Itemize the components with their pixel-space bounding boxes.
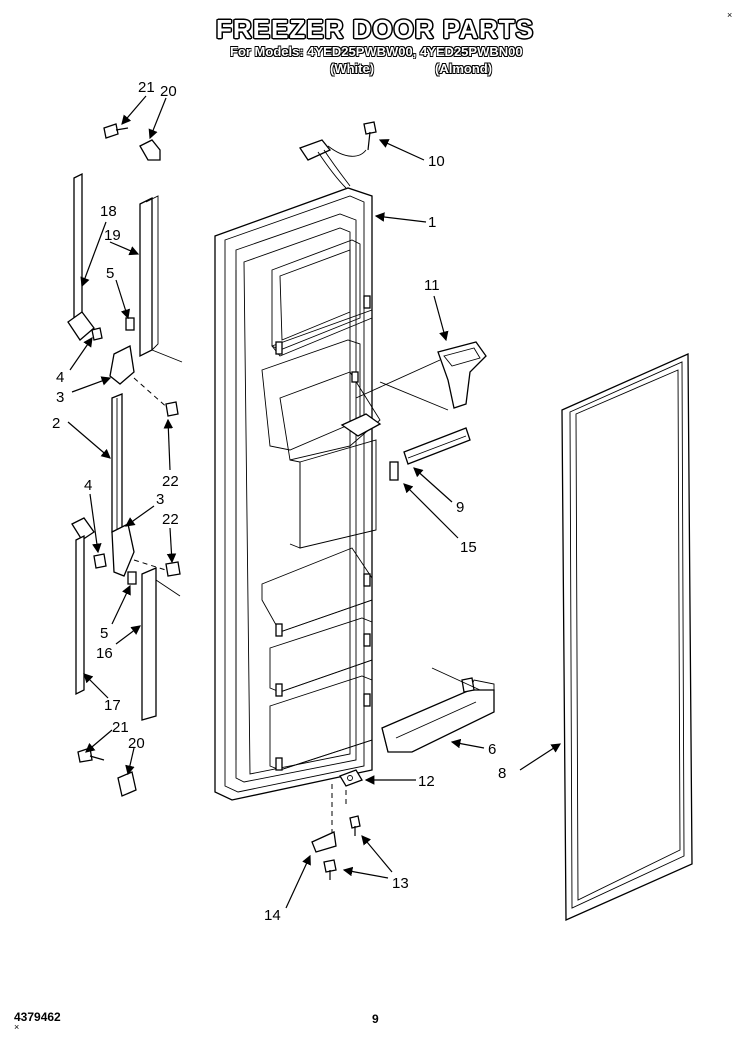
color-white-label: (White) bbox=[330, 61, 375, 76]
callout-9: 9 bbox=[456, 499, 464, 516]
models-line: For Models: 4YED25PWBW00, 4YED25PWBN00 bbox=[230, 44, 523, 59]
callout-3-upper: 3 bbox=[56, 389, 64, 406]
footer-part-number: 4379462 bbox=[14, 1010, 61, 1024]
hinge-assembly bbox=[67, 123, 183, 797]
door-gasket bbox=[561, 353, 693, 921]
lower-hardware bbox=[311, 769, 363, 880]
callout-21-upper: 21 bbox=[138, 79, 155, 96]
callout-4-lower: 4 bbox=[84, 477, 92, 494]
callout-22-lower: 22 bbox=[162, 511, 179, 528]
callout-4-upper: 4 bbox=[56, 369, 64, 386]
callout-21-lower: 21 bbox=[112, 719, 129, 736]
callout-2: 2 bbox=[52, 415, 60, 432]
callout-10: 10 bbox=[428, 153, 445, 170]
corner-mark: × bbox=[727, 10, 733, 20]
leader-lines bbox=[67, 95, 562, 909]
callout-22-upper: 22 bbox=[162, 473, 179, 490]
callout-20-upper: 20 bbox=[160, 83, 177, 100]
callout-15: 15 bbox=[460, 539, 477, 556]
door-bin bbox=[381, 667, 495, 753]
trim-strip bbox=[389, 427, 471, 481]
callout-11: 11 bbox=[424, 277, 440, 294]
color-almond-label: (Almond) bbox=[435, 61, 493, 76]
wire-harness bbox=[299, 121, 377, 189]
footer-mark: × bbox=[14, 1022, 20, 1032]
callout-6: 6 bbox=[488, 741, 496, 758]
page-title: FREEZER DOOR PARTS bbox=[216, 14, 534, 44]
callout-5-upper: 5 bbox=[106, 265, 114, 282]
callout-12: 12 bbox=[418, 773, 435, 790]
callout-13: 13 bbox=[392, 875, 409, 892]
callout-17: 17 bbox=[104, 697, 121, 714]
callout-14: 14 bbox=[264, 907, 281, 924]
callout-20-lower: 20 bbox=[128, 735, 145, 752]
callout-8: 8 bbox=[498, 765, 506, 782]
callout-18: 18 bbox=[100, 203, 117, 220]
callout-19: 19 bbox=[104, 227, 121, 244]
callout-1: 1 bbox=[428, 214, 436, 231]
footer-page-number: 9 bbox=[372, 1012, 379, 1026]
callout-5-lower: 5 bbox=[100, 625, 108, 642]
callout-numbers: 1 2 3 3 4 4 5 5 6 8 9 10 11 12 13 14 15 … bbox=[52, 79, 506, 924]
callout-16: 16 bbox=[96, 645, 113, 662]
callout-3-lower: 3 bbox=[156, 491, 164, 508]
ice-chute bbox=[355, 341, 487, 411]
door-liner bbox=[214, 187, 382, 801]
